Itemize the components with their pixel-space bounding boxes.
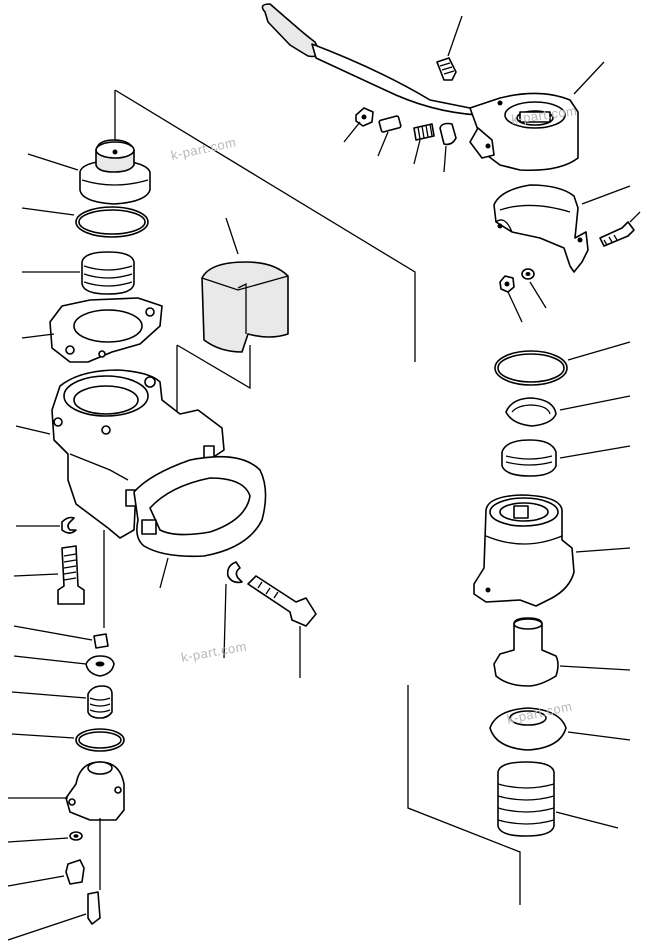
spring-icon xyxy=(87,685,113,719)
bolt-icon xyxy=(247,575,317,627)
ball-icon xyxy=(439,122,457,146)
callout-leaders-left xyxy=(7,15,463,941)
snap-ring-icon xyxy=(505,397,557,427)
c-clip-icon xyxy=(226,561,243,584)
boot-icon xyxy=(497,761,555,837)
pin-icon xyxy=(93,633,109,649)
c-clip-icon xyxy=(61,516,77,534)
lever-handle-assembly xyxy=(261,3,579,172)
right-column-parts xyxy=(473,350,575,837)
spring-icon xyxy=(81,251,135,295)
lever-block-icon xyxy=(201,261,289,353)
watermark-text: k-part.com xyxy=(180,639,248,665)
callout-leaders-right xyxy=(507,61,641,829)
left-column-parts xyxy=(49,139,317,925)
valve-body-icon xyxy=(473,494,575,607)
assembly-lines xyxy=(114,89,521,905)
bolt-icon xyxy=(599,221,635,247)
bolt-icon xyxy=(57,545,85,605)
pin-icon xyxy=(378,115,402,133)
piston-icon xyxy=(493,617,559,687)
spring-seat-icon xyxy=(501,439,557,477)
pin-icon xyxy=(87,891,101,925)
clamp-bracket xyxy=(493,184,635,293)
cap-icon xyxy=(489,707,567,751)
screw-icon xyxy=(65,859,85,885)
